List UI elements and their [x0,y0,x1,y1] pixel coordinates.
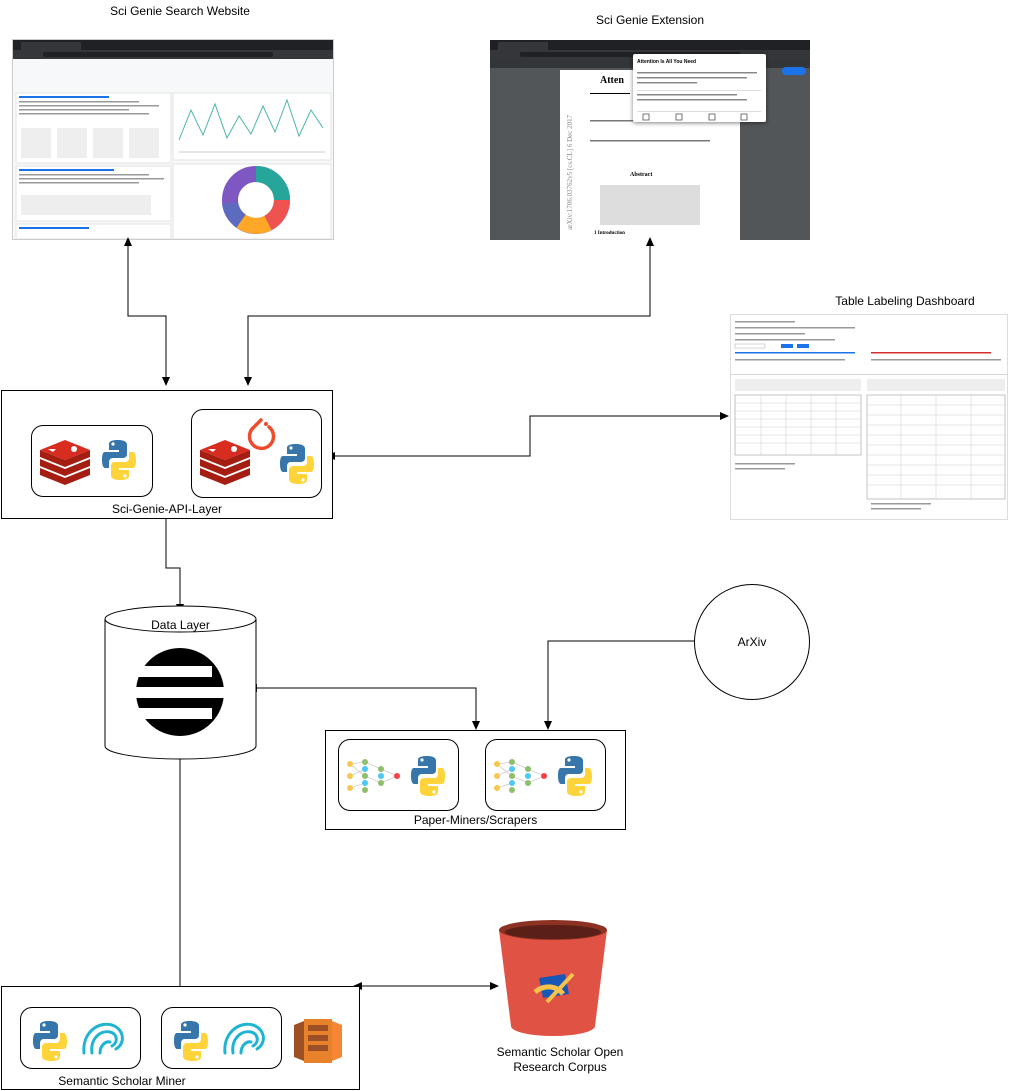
semantic-scholar-logo-icon [533,972,575,1004]
redis-icon [200,440,250,485]
api-group-2-icons [200,418,314,485]
edge-datalayer-miners [248,684,480,730]
search-website-thumbnail [13,40,333,239]
redis-icon [40,440,90,485]
python-icon [174,1021,208,1061]
pytorch-icon [247,418,276,451]
python-icon [558,756,592,796]
semantic-group-1[interactable] [20,1007,141,1069]
extension-title: Sci Genie Extension [595,13,705,27]
api-layer-box[interactable]: Sci-Genie-API-Layer [1,390,333,519]
extension-screenshot: Atten Abstract 1 Introduction arXiv:1706… [490,40,810,240]
data-layer-node[interactable]: Data Layer [104,605,257,760]
api-redis-pytorch-python-group[interactable] [191,409,322,498]
python-icon [33,1021,67,1061]
api-layer-label: Sci-Genie-API-Layer [111,502,223,516]
table-dashboard-screenshot [730,314,1008,520]
aws-ec2-icon [294,1019,342,1063]
pdf-abstract-heading: Abstract [630,172,653,178]
api-group-1-icons [40,440,136,485]
paper-miners-label: Paper-Miners/Scrapers [413,813,538,827]
data-layer-cylinder [104,605,257,760]
search-website-title: Sci Genie Search Website [110,4,250,18]
table-dashboard-title: Table Labeling Dashboard [835,294,975,308]
edge-api-dashboard [326,412,729,460]
neural-network-icon [347,759,400,793]
elasticsearch-icon [130,648,230,736]
api-redis-python-group[interactable] [31,425,153,497]
semantic-miner-box[interactable]: Semantic Scholar Miner [1,986,360,1090]
s3-bucket-icon [499,920,607,1036]
semantic-group-2-icons [174,1021,265,1061]
popup-details-thumbnail [637,72,761,121]
pdf-title-fragment: Atten [600,75,624,86]
pdf-section-heading: 1 Introduction [594,231,625,236]
arxiv-label: ArXiv [737,635,767,649]
miner-group-1-icons [347,756,445,796]
extension-popup: Attention Is All You Need [633,54,766,122]
semantic-miner-label: Semantic Scholar Miner [58,1074,186,1088]
table-dashboard-thumbnail [731,321,1007,510]
python-icon [102,440,136,480]
corpus-label-line2: Research Corpus [513,1060,607,1074]
miner-group-1[interactable] [338,739,459,811]
airflow-icon [82,1022,124,1055]
search-website-screenshot [12,39,334,240]
edge-extension-api [244,237,654,386]
edge-api-datalayer [165,519,184,613]
miner-group-2-icons [494,756,592,796]
miner-group-2[interactable] [485,739,606,811]
popup-paper-title: Attention Is All You Need [637,59,697,65]
python-icon [411,756,445,796]
python-icon [280,444,314,484]
edge-search-api [124,237,170,386]
paper-miners-box[interactable]: Paper-Miners/Scrapers [325,730,626,830]
edge-arxiv-miners [544,640,694,730]
airflow-icon [223,1022,265,1055]
neural-network-icon [494,759,547,793]
data-layer-label: Data Layer [151,618,210,632]
arxiv-node[interactable]: ArXiv [694,584,810,700]
semantic-group-1-icons [33,1021,124,1061]
semantic-group-2[interactable] [161,1007,282,1069]
corpus-label-line1: Semantic Scholar Open [496,1045,624,1059]
